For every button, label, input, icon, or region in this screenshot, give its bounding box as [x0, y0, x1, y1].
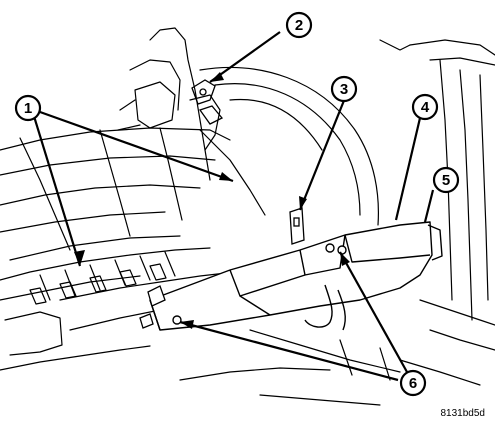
leader-lines [31, 31, 435, 382]
mounting-bracket-3 [289, 207, 305, 245]
fastener-nut-3 [172, 315, 182, 325]
svg-text:2: 2 [295, 17, 303, 34]
callout-3: 3 [330, 75, 358, 103]
callout-1: 1 [14, 94, 42, 122]
leader-arrowheads [74, 72, 350, 329]
svg-text:4: 4 [421, 99, 430, 116]
callout-4: 4 [411, 93, 439, 121]
svg-text:1: 1 [24, 100, 32, 117]
svg-text:3: 3 [340, 81, 348, 98]
mounting-bracket-left [139, 285, 166, 329]
vehicle-body-linework [0, 27, 495, 406]
svg-text:5: 5 [442, 172, 450, 189]
callout-6: 6 [399, 369, 427, 397]
callout-5: 5 [432, 166, 460, 194]
canister-assembly [149, 221, 443, 331]
svg-text:6: 6 [409, 375, 417, 392]
figure-code: 8131bd5d [440, 408, 486, 419]
upper-bracket [191, 79, 224, 125]
fastener-nut-1 [325, 243, 335, 253]
callout-2: 2 [285, 11, 313, 39]
